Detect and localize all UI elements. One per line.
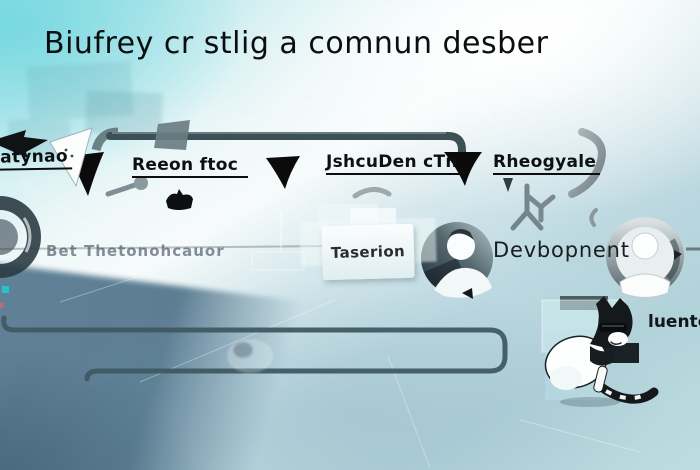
flow-stage-label-4: Rheogyale <box>493 152 601 175</box>
down-arrow-icon <box>266 156 300 189</box>
flow-pipe <box>91 120 466 158</box>
y-shape <box>526 194 556 223</box>
stand-shape <box>510 183 544 231</box>
pushpin-icon <box>105 176 148 197</box>
flow-stage-label-2: Reeon ftoc <box>132 155 249 178</box>
bottom-right-label: luente <box>648 312 700 332</box>
ghost-blob <box>227 339 273 373</box>
ink-blob <box>166 189 193 210</box>
cat-mascot-icon <box>541 296 659 407</box>
flow-stage-label-1: latynao <box>0 146 73 171</box>
bird-curve <box>352 187 392 199</box>
c-shape <box>589 208 598 227</box>
small-pointer <box>503 178 513 192</box>
gear-icon <box>0 196 41 278</box>
pink-dot <box>0 302 4 308</box>
flow-stage-label-3: JshcuDen cTn <box>326 152 462 175</box>
stage-card-label: Taserion <box>330 242 406 262</box>
teal-dot <box>2 286 9 293</box>
development-label: Devbopnent <box>493 238 630 262</box>
person-avatar-icon <box>421 222 493 299</box>
stage-card: Taserion <box>321 223 415 281</box>
background-dark-slate-region <box>0 260 312 470</box>
page-title: Biufrey cr stlig a comnun desber <box>44 26 549 61</box>
u-turn-connector <box>1 315 508 382</box>
teal-slab <box>598 312 616 342</box>
faint-caption: Bet Thetonohcauor <box>46 242 225 260</box>
pipe-junction-block <box>154 120 190 150</box>
down-arrow-icon <box>70 152 104 196</box>
